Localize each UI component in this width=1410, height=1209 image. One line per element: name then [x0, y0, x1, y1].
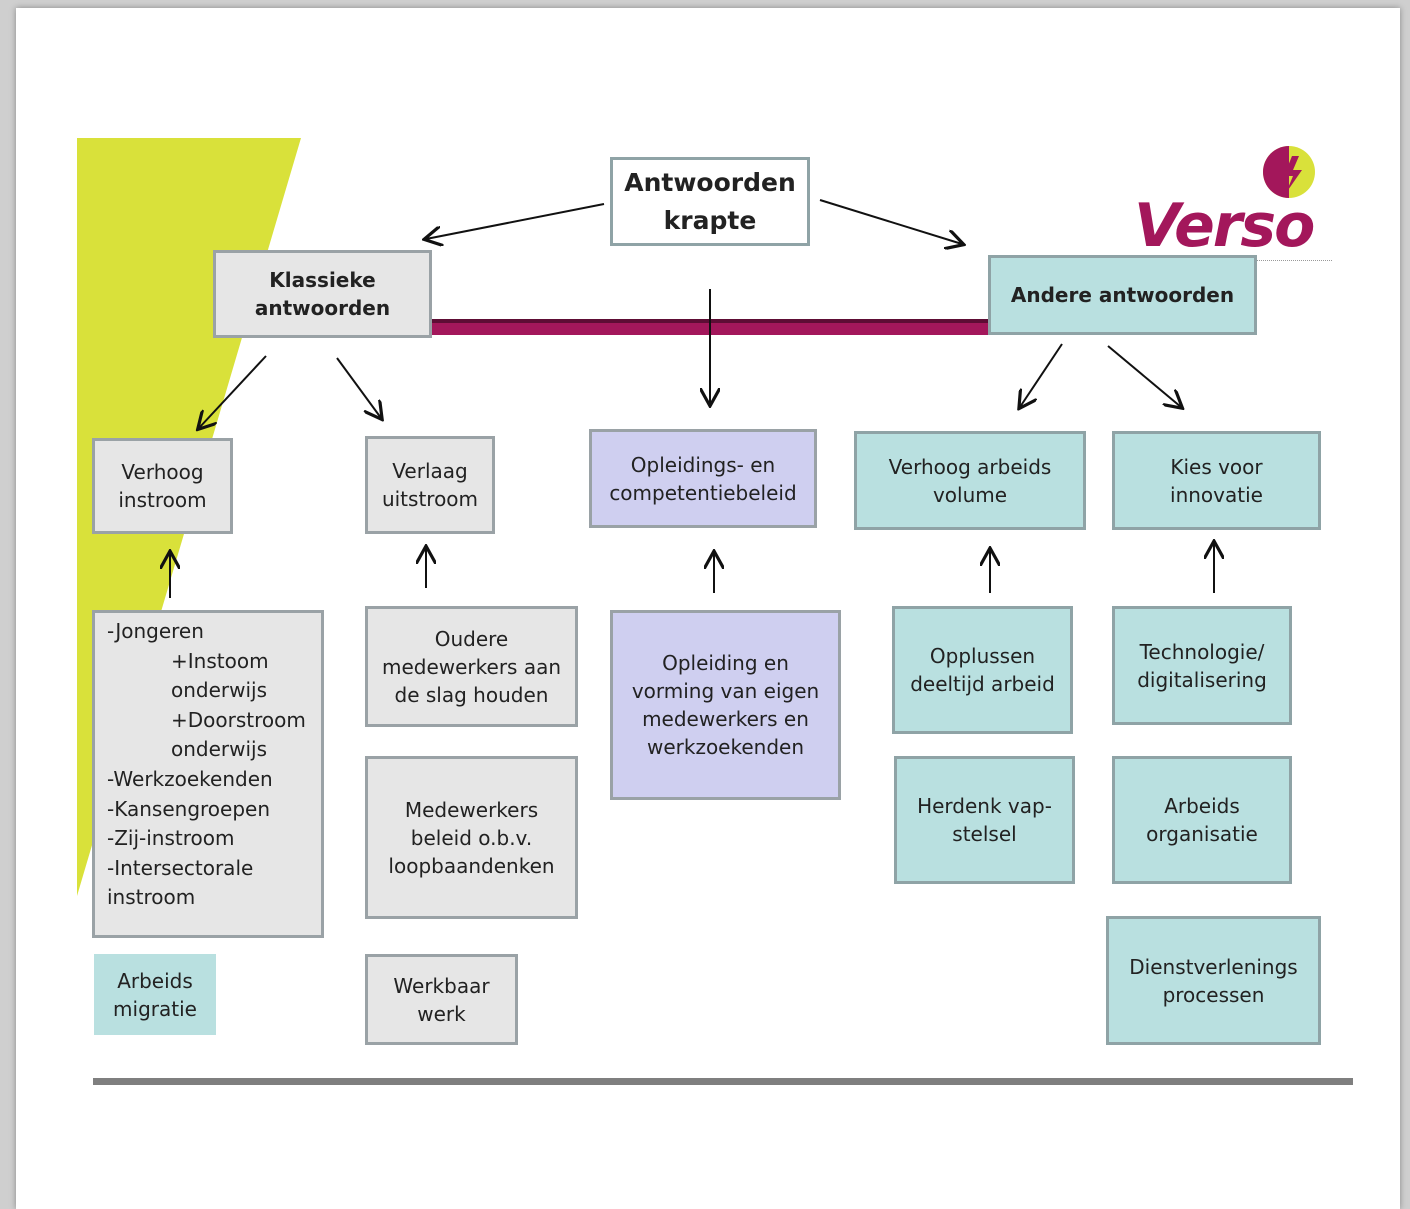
arbeids-organisatie-box: Arbeids organisatie: [1112, 756, 1292, 884]
andere-box: Andere antwoorden: [988, 255, 1257, 335]
klassieke-box: Klassieke antwoorden: [213, 250, 432, 338]
technologie-box: Technologie/ digitalisering: [1112, 606, 1292, 725]
oudere-text: Oudere medewerkers aan de slag houden: [381, 626, 562, 707]
werkbaar-box: Werkbaar werk: [365, 954, 518, 1045]
dienstverlening-text: Dienstverlenings processen: [1129, 954, 1298, 1007]
verhoog-volume-box: Verhoog arbeids volume: [854, 431, 1086, 530]
dienstverlening-box: Dienstverlenings processen: [1106, 916, 1321, 1045]
innovatie-text: Kies voor innovatie: [1170, 454, 1263, 507]
oudere-box: Oudere medewerkers aan de slag houden: [365, 606, 578, 727]
title-box: Antwoorden krapte: [610, 157, 810, 246]
verlaag-uitstroom-box: Verlaag uitstroom: [365, 436, 495, 534]
arrow-andere-right: [1107, 345, 1181, 407]
arrow-andere-left: [1020, 343, 1063, 407]
bottom-rule: [93, 1078, 1353, 1085]
arbeids-migratie-box: Arbeids migratie: [94, 954, 216, 1035]
opplussen-text: Opplussen deeltijd arbeid: [910, 644, 1055, 696]
arrow-klassiek-right: [336, 357, 381, 418]
instroom-list-box: -Jongeren +Instoom onderwijs +Doorstroom…: [92, 610, 324, 938]
opleiding-vorming-box: Opleiding en vorming van eigen medewerke…: [610, 610, 841, 800]
opleidingsbeleid-box: Opleidings- en competentiebeleid: [589, 429, 817, 528]
verhoog-instroom-text: Verhoog instroom: [118, 460, 207, 512]
opleidingsbeleid-text: Opleidings- en competentiebeleid: [609, 452, 797, 505]
list-item: onderwijs: [171, 737, 268, 762]
technologie-text: Technologie/ digitalisering: [1137, 639, 1267, 692]
list-item: onderwijs: [171, 678, 268, 703]
arrow-title-right: [819, 199, 962, 244]
medewerkers-beleid-box: Medewerkers beleid o.b.v. loopbaandenken: [365, 756, 578, 919]
list-item: -Jongeren: [107, 619, 204, 643]
arbeids-organisatie-text: Arbeids organisatie: [1146, 794, 1258, 846]
herdenk-text: Herdenk vap- stelsel: [917, 794, 1052, 846]
werkbaar-text: Werkbaar werk: [393, 973, 490, 1026]
arrow-title-left: [426, 203, 605, 239]
list-item: -Werkzoekenden: [107, 766, 273, 791]
opplussen-box: Opplussen deeltijd arbeid: [892, 606, 1073, 734]
list-item: +Instoom: [171, 648, 269, 673]
herdenk-box: Herdenk vap- stelsel: [894, 756, 1075, 884]
list-item: -Kansengroepen: [107, 796, 271, 821]
page: Verso Antwoorden krapte Klassieke antwoo…: [16, 8, 1400, 1209]
innovatie-box: Kies voor innovatie: [1112, 431, 1321, 530]
list-item: -Intersectorale: [107, 855, 254, 880]
list-item: instroom: [107, 885, 196, 910]
verlaag-uitstroom-text: Verlaag uitstroom: [381, 459, 479, 511]
title-text: Antwoorden krapte: [624, 167, 796, 235]
klassieke-text: Klassieke antwoorden: [254, 268, 391, 320]
verhoog-instroom-box: Verhoog instroom: [92, 438, 233, 534]
logo-wordmark: Verso: [1134, 191, 1315, 261]
arbeids-migratie-text: Arbeids migratie: [113, 968, 197, 1021]
logo-mark: [1263, 146, 1315, 198]
verhoog-volume-text: Verhoog arbeids volume: [888, 454, 1052, 507]
andere-text: Andere antwoorden: [1010, 283, 1235, 307]
arrow-klassiek-left: [199, 355, 267, 428]
list-item: -Zij-instroom: [107, 826, 235, 851]
list-item: +Doorstroom: [171, 707, 306, 732]
opleiding-vorming-text: Opleiding en vorming van eigen medewerke…: [631, 651, 820, 759]
medewerkers-beleid-text: Medewerkers beleid o.b.v. loopbaandenken: [388, 797, 555, 878]
